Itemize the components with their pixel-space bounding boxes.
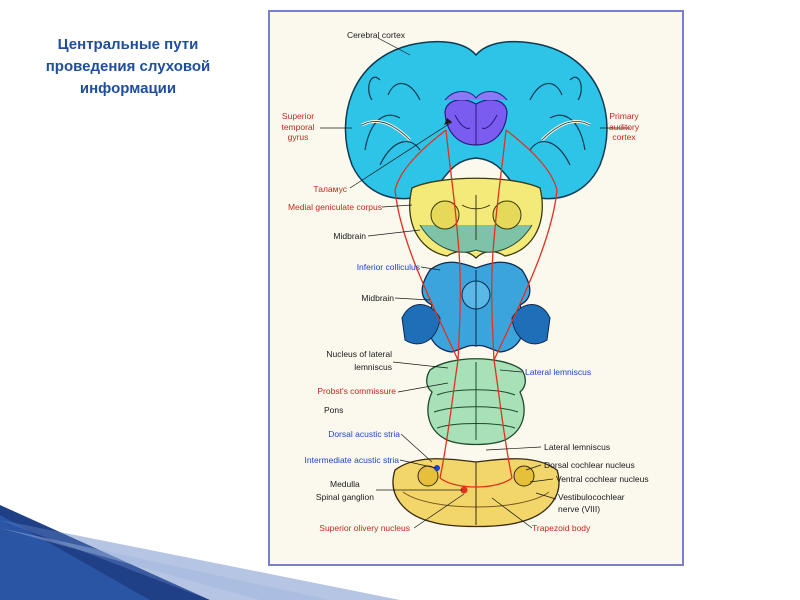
pointer-lines: [320, 37, 630, 529]
label-superior-olivery-nucleus: Superior olivery nucleus: [319, 523, 410, 533]
label-line: temporal: [281, 121, 315, 132]
label-talamus: Таламус: [313, 184, 347, 194]
label-lateral-lemniscus-lower: Lateral lemniscus: [544, 442, 611, 452]
label-dorsal-acustic-stria: Dorsal acustic stria: [328, 429, 400, 439]
cerebral-cortex-section: [344, 40, 608, 200]
label-line: Primary: [609, 111, 639, 121]
label-line: Nucleus of lateral: [326, 349, 392, 359]
title-line-3: информации: [79, 80, 177, 97]
medulla-section: [392, 458, 560, 528]
lower-midbrain-section: [401, 261, 551, 353]
label-line: Superior: [281, 111, 315, 121]
label-medulla: Medulla: [330, 479, 360, 489]
label-midbrain-lower: Midbrain: [361, 293, 394, 303]
label-medial-geniculate-corpus: Medial geniculate corpus: [287, 202, 382, 212]
label-inferior-colliculus: Inferior colliculus: [356, 262, 420, 272]
label-spinal-ganglion: Spinal ganglion: [315, 492, 374, 502]
label-pons: Pons: [324, 405, 344, 415]
auditory-pathway-lines: [394, 129, 558, 488]
label-cerebral-cortex: Cerebral cortex: [346, 30, 406, 40]
pons-section: [426, 358, 526, 446]
label-intermediate-acustic-stria: Intermediate acustic stria: [304, 455, 399, 465]
label-nucleus-lateral-lemniscus: Nucleus of lateral lemniscus: [290, 348, 392, 374]
slide-title: Центральные пути проведения слуховой инф…: [18, 34, 238, 100]
label-trapezoid-body: Trapezoid body: [532, 523, 591, 533]
label-line: cortex: [612, 132, 636, 142]
label-ventral-cochlear-nucleus: Ventral cochlear nucleus: [556, 474, 649, 484]
label-probsts-commissure: Probst's commissure: [317, 386, 396, 396]
label-dorsal-cochlear-nucleus: Dorsal cochlear nucleus: [544, 460, 635, 470]
label-line: Vestibulocochlear: [558, 492, 625, 502]
label-vestibulocochlear-nerve: Vestibulocochlear nerve (VIII): [558, 491, 625, 515]
label-primary-auditory-cortex: Primary auditory cortex: [596, 111, 652, 143]
label-line: gyrus: [287, 132, 309, 142]
label-line: lemniscus: [354, 362, 392, 372]
upper-midbrain-section: [409, 177, 543, 259]
title-line-2: проведения слуховой: [45, 58, 211, 75]
label-line: auditory: [608, 121, 640, 132]
label-line: nerve (VIII): [558, 504, 601, 514]
thalamus-arrow-head: [444, 118, 452, 125]
label-lateral-lemniscus-upper: Lateral lemniscus: [525, 367, 592, 377]
title-line-1: Центральные пути: [57, 36, 199, 53]
label-superior-temporal-gyrus: Superior temporal gyrus: [270, 111, 326, 143]
label-midbrain-upper: Midbrain: [333, 231, 366, 241]
